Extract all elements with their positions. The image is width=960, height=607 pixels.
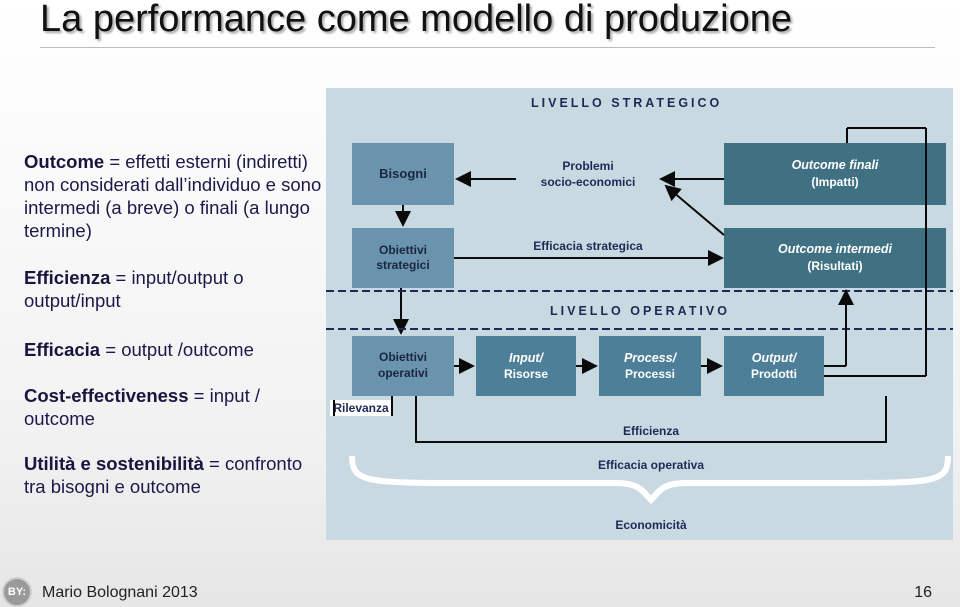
- utilita-text: = confronto tra bisogni e outcome: [24, 453, 303, 497]
- efficienza-definition: Efficienza = input/output o output/input: [24, 266, 324, 312]
- obiettivi-strategici-label-1: Obiettivi: [379, 243, 427, 257]
- title-divider: [40, 47, 935, 48]
- outcome-finali-box: [724, 143, 946, 205]
- livello-operativo-label: LIVELLO OPERATIVO: [550, 304, 730, 318]
- efficienza-term: Efficienza: [24, 267, 111, 288]
- cost-term: Cost-effectiveness: [24, 385, 189, 406]
- outcome-intermedi-label-2: (Risultati): [807, 259, 862, 273]
- economicita-brace: [349, 455, 951, 505]
- economicita-label: Economicità: [615, 518, 687, 532]
- definitions-panel: Outcome = effetti esterni (indiretti) no…: [24, 150, 324, 516]
- outcome-intermedi-label-1: Outcome intermedi: [778, 242, 892, 256]
- outcome-finali-label-2: (Impatti): [811, 175, 858, 189]
- input-risorse-label-2: Risorse: [504, 367, 548, 381]
- efficacia-term: Efficacia: [24, 339, 101, 360]
- problemi-label-1: Problemi: [562, 159, 613, 173]
- efficienza-label: Efficienza: [623, 424, 679, 438]
- slide-title: La performance come modello di produzion…: [40, 0, 792, 40]
- rilevanza-box: [330, 400, 392, 416]
- outcome-definition: Outcome = effetti esterni (indiretti) no…: [24, 150, 324, 242]
- outcome-text: = effetti esterni (indiretti) non consid…: [24, 151, 322, 241]
- efficienza-text: = input/output o output/input: [24, 267, 244, 311]
- performance-diagram: LIVELLO STRATEGICO Bisogni Obiettivi str…: [326, 88, 953, 540]
- outcome-finali-label-1: Outcome finali: [792, 158, 879, 172]
- utilita-definition: Utilità e sostenibilità = confronto tra …: [24, 452, 324, 498]
- bisogni-box: [352, 143, 454, 205]
- cost-effectiveness-definition: Cost-effectiveness = input / outcome: [24, 384, 324, 430]
- process-processi-box: [599, 336, 701, 396]
- livello-strategico-label: LIVELLO STRATEGICO: [531, 96, 722, 110]
- footer-author: Mario Bolognani 2013: [42, 584, 198, 601]
- efficacia-operativa-label: Efficacia operativa: [598, 458, 704, 472]
- input-risorse-box: [476, 336, 576, 396]
- process-label-1: Process/: [624, 351, 678, 365]
- outcome-term: Outcome: [24, 151, 105, 172]
- obiettivi-operativi-label-1: Obiettivi: [379, 350, 427, 364]
- rilevanza-label: Rilevanza: [333, 401, 389, 415]
- problemi-label-2: socio-economici: [541, 175, 636, 189]
- output-prodotti-box: [724, 336, 824, 396]
- obiettivi-operativi-box: [352, 336, 454, 396]
- obiettivi-strategici-box: [352, 228, 454, 288]
- bisogni-label: Bisogni: [379, 166, 427, 181]
- obiettivi-strategici-label-2: strategici: [376, 258, 429, 272]
- utilita-term: Utilità e sostenibilità: [24, 453, 204, 474]
- cc-by-logo: BY:: [2, 577, 32, 607]
- arrow-intermedi-problemi: [664, 184, 725, 236]
- output-label-2: Prodotti: [751, 367, 797, 381]
- output-label-1: Output/: [752, 351, 798, 365]
- efficacia-text: = output /outcome: [100, 339, 254, 360]
- process-label-2: Processi: [625, 367, 675, 381]
- input-risorse-label-1: Input/: [509, 351, 545, 365]
- outcome-intermedi-box: [724, 228, 946, 288]
- efficacia-definition: Efficacia = output /outcome: [24, 338, 324, 361]
- page-number: 16: [914, 584, 932, 601]
- obiettivi-operativi-label-2: operativi: [378, 366, 428, 380]
- cost-text: = input / outcome: [24, 385, 260, 429]
- efficienza-bracket: [415, 396, 887, 443]
- efficacia-strategica-label: Efficacia strategica: [533, 239, 643, 253]
